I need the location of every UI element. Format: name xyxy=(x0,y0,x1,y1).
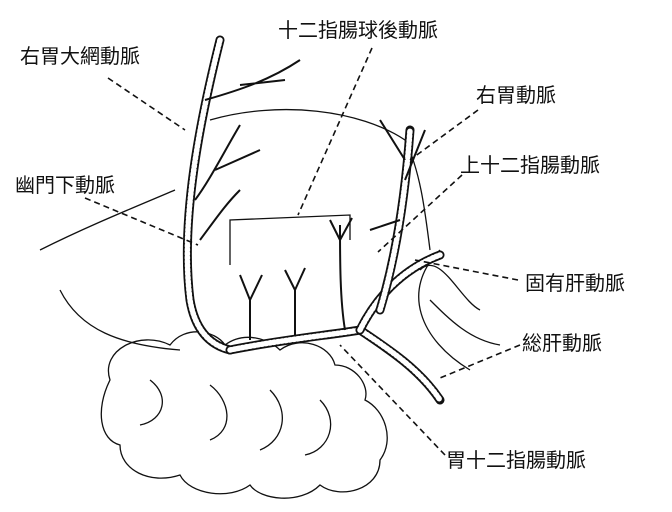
proper-hepatic-artery xyxy=(355,250,445,335)
right-gastric-artery xyxy=(375,125,415,315)
stomach-outline xyxy=(39,189,176,251)
label-common-hepatic-artery: 総肝動脈 xyxy=(522,331,602,355)
label-gastroduodenal-artery: 胃十二指腸動脈 xyxy=(446,448,586,472)
right-gastroepiploic-artery xyxy=(182,35,235,355)
label-infrapyloric-artery: 幽門下動脈 xyxy=(15,173,115,197)
duodenum-outline xyxy=(209,108,431,251)
branch xyxy=(204,59,301,101)
branch xyxy=(369,119,426,231)
branch xyxy=(329,217,353,331)
branch xyxy=(284,267,306,335)
pancreas-outline xyxy=(100,331,388,499)
leader-retroduodenal xyxy=(297,47,373,216)
leader-proper-hepatic xyxy=(414,259,519,281)
branch xyxy=(194,124,261,241)
leader-supraduodenal xyxy=(377,174,463,253)
label-supraduodenal-artery: 上十二指腸動脈 xyxy=(460,153,600,177)
pylorus-outline xyxy=(229,214,351,265)
label-proper-hepatic-artery: 固有肝動脈 xyxy=(525,271,625,295)
leader-right-gastroepiploic xyxy=(107,77,186,131)
gastroduodenal-artery xyxy=(225,325,365,355)
leader-gastroduodenal xyxy=(339,344,446,456)
label-retroduodenal-artery: 十二指腸球後動脈 xyxy=(278,18,438,42)
label-right-gastric-artery: 右胃動脈 xyxy=(476,83,556,107)
label-right-gastroepiploic-artery: 右胃大網動脈 xyxy=(20,44,140,68)
branch xyxy=(239,274,263,340)
common-hepatic-artery xyxy=(355,325,445,405)
leader-common-hepatic xyxy=(439,344,521,379)
leader-right-gastric xyxy=(409,109,479,161)
leader-infrapyloric xyxy=(84,197,199,246)
